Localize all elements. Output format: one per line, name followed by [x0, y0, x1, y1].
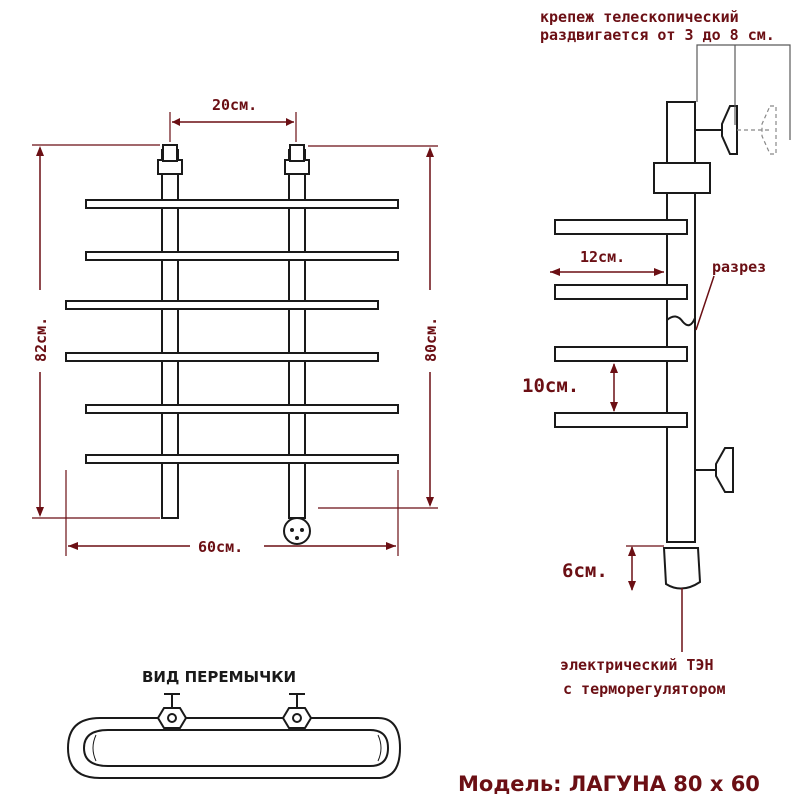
bridge-inner-shading — [377, 734, 382, 762]
bridge-view: ВИД ПЕРЕМЫЧКИ — [66, 668, 402, 779]
arrow-head — [628, 581, 636, 591]
top-mount-cup — [721, 105, 738, 155]
arrow-head — [172, 118, 180, 126]
side-bar-3 — [554, 346, 688, 362]
right-riser-top — [289, 144, 305, 162]
heater-plug-pin — [300, 528, 304, 532]
right-riser-nut — [284, 159, 310, 175]
outer-height-label: 82см. — [32, 317, 50, 362]
cut-label: разрез — [712, 258, 766, 276]
front-bar-5 — [85, 404, 399, 414]
mount-note-bracket — [696, 44, 791, 140]
bridge-right-nut — [281, 693, 313, 729]
bridge-left-nut — [156, 693, 188, 729]
arrow-head — [36, 507, 44, 517]
mount-note-line1: крепеж телескопический — [540, 8, 739, 26]
left-riser-nut — [157, 159, 183, 175]
bridge-inner-shading — [92, 734, 97, 762]
front-bar-3 — [65, 300, 379, 310]
arrow-head — [286, 118, 294, 126]
arrow-head — [550, 268, 560, 276]
bridge-inner-loop — [82, 729, 390, 767]
side-top-collar — [653, 162, 711, 194]
mount-note-line2: раздвигается от 3 до 8 см. — [540, 26, 775, 44]
bridge-view-title: ВИД ПЕРЕМЫЧКИ — [142, 668, 296, 686]
heater-plug — [283, 517, 311, 545]
front-bar-4 — [65, 352, 379, 362]
arrow-head — [654, 268, 664, 276]
front-bar-1 — [85, 199, 399, 209]
cut-break — [666, 315, 696, 327]
bridge-outer-loop — [66, 717, 402, 779]
side-bar-1 — [554, 219, 688, 235]
depth-label: 12см. — [580, 248, 625, 266]
side-bar-2 — [554, 284, 688, 300]
heater-label-line1: электрический ТЭН — [560, 656, 714, 674]
arrow-head — [426, 147, 434, 157]
heater-plug-pin — [290, 528, 294, 532]
cut-callout — [695, 275, 715, 331]
inner-height-label: 80см. — [422, 317, 440, 362]
model-label: Модель: ЛАГУНА 80 х 60 — [458, 772, 760, 796]
arrow-head — [36, 146, 44, 156]
side-bar-4 — [554, 412, 688, 428]
arrow-head — [628, 546, 636, 556]
side-view: крепеж телескопический раздвигается от 3… — [522, 8, 791, 698]
left-riser-top — [162, 144, 178, 162]
arrow-head — [68, 542, 78, 550]
top-mount-extension-cup — [761, 105, 777, 155]
arrow-head — [386, 542, 396, 550]
heater-body — [662, 547, 702, 590]
front-bar-2 — [85, 251, 399, 261]
heater-plug-pin — [295, 536, 299, 540]
rail-spacing-label: 20см. — [212, 96, 257, 114]
heater-dim-label: 6см. — [562, 560, 608, 582]
arrow-head — [610, 402, 618, 412]
width-label: 60см. — [198, 538, 243, 556]
arrow-head — [426, 497, 434, 507]
front-view: 20см. 82см. 80см. 60см. — [32, 96, 440, 556]
bottom-mount-cup — [715, 447, 734, 493]
bar-gap-label: 10см. — [522, 375, 579, 397]
heater-label-line2: с терморегулятором — [563, 680, 726, 698]
front-bar-6 — [85, 454, 399, 464]
arrow-head — [610, 363, 618, 373]
